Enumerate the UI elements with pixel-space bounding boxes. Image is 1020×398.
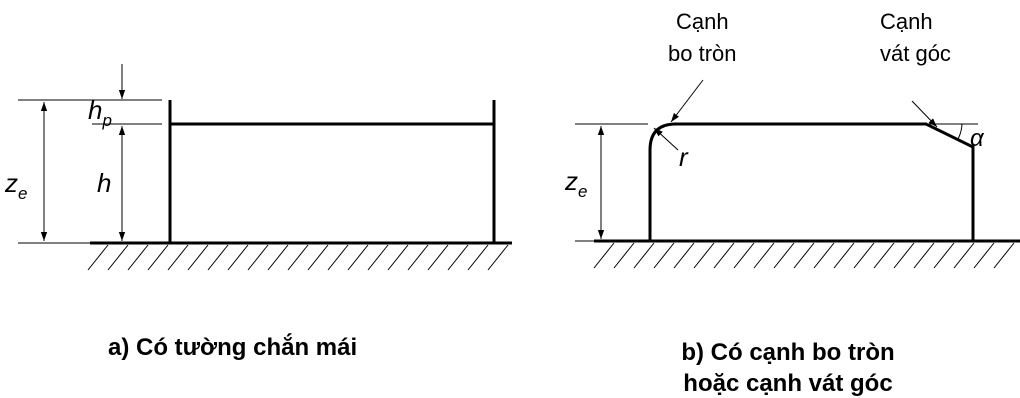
label-hp: hp: [88, 95, 112, 130]
extension-lines-a: [18, 99, 162, 244]
caption-a: a) Có tường chắn mái: [108, 333, 357, 361]
caption-b-line1: b) Có cạnh bo tròn: [681, 339, 894, 366]
extension-lines-b: [575, 123, 648, 242]
radius-line: [653, 127, 679, 151]
label-h: h: [97, 168, 111, 198]
label-chamfer-edge-2: vát góc: [880, 41, 951, 66]
label-r: r: [679, 142, 689, 172]
label-alpha: α: [970, 125, 985, 152]
building-parapet: [168, 100, 496, 243]
ground-hatch-b: [593, 242, 1015, 269]
figure-a: ze hp h a) Có tường chắn mái: [4, 64, 512, 361]
ground-hatch-a: [87, 244, 509, 271]
caption-b-line2: hoặc cạnh vát góc: [683, 370, 892, 397]
alpha-arc: [957, 123, 963, 140]
label-chamfer-edge-1: Cạnh: [880, 9, 933, 34]
leader-rounded: [670, 79, 704, 123]
label-rounded-edge-2: bo tròn: [668, 41, 737, 66]
building-rounded-chamfer: [648, 122, 975, 241]
label-rounded-edge-1: Cạnh: [676, 9, 729, 34]
figure-b: ze r α Cạnh bo tròn Cạnh vát góc b) Có c…: [564, 9, 1020, 397]
leader-chamfer: [911, 100, 938, 128]
label-ze-a: ze: [4, 168, 27, 203]
label-ze-b: ze: [564, 166, 587, 201]
